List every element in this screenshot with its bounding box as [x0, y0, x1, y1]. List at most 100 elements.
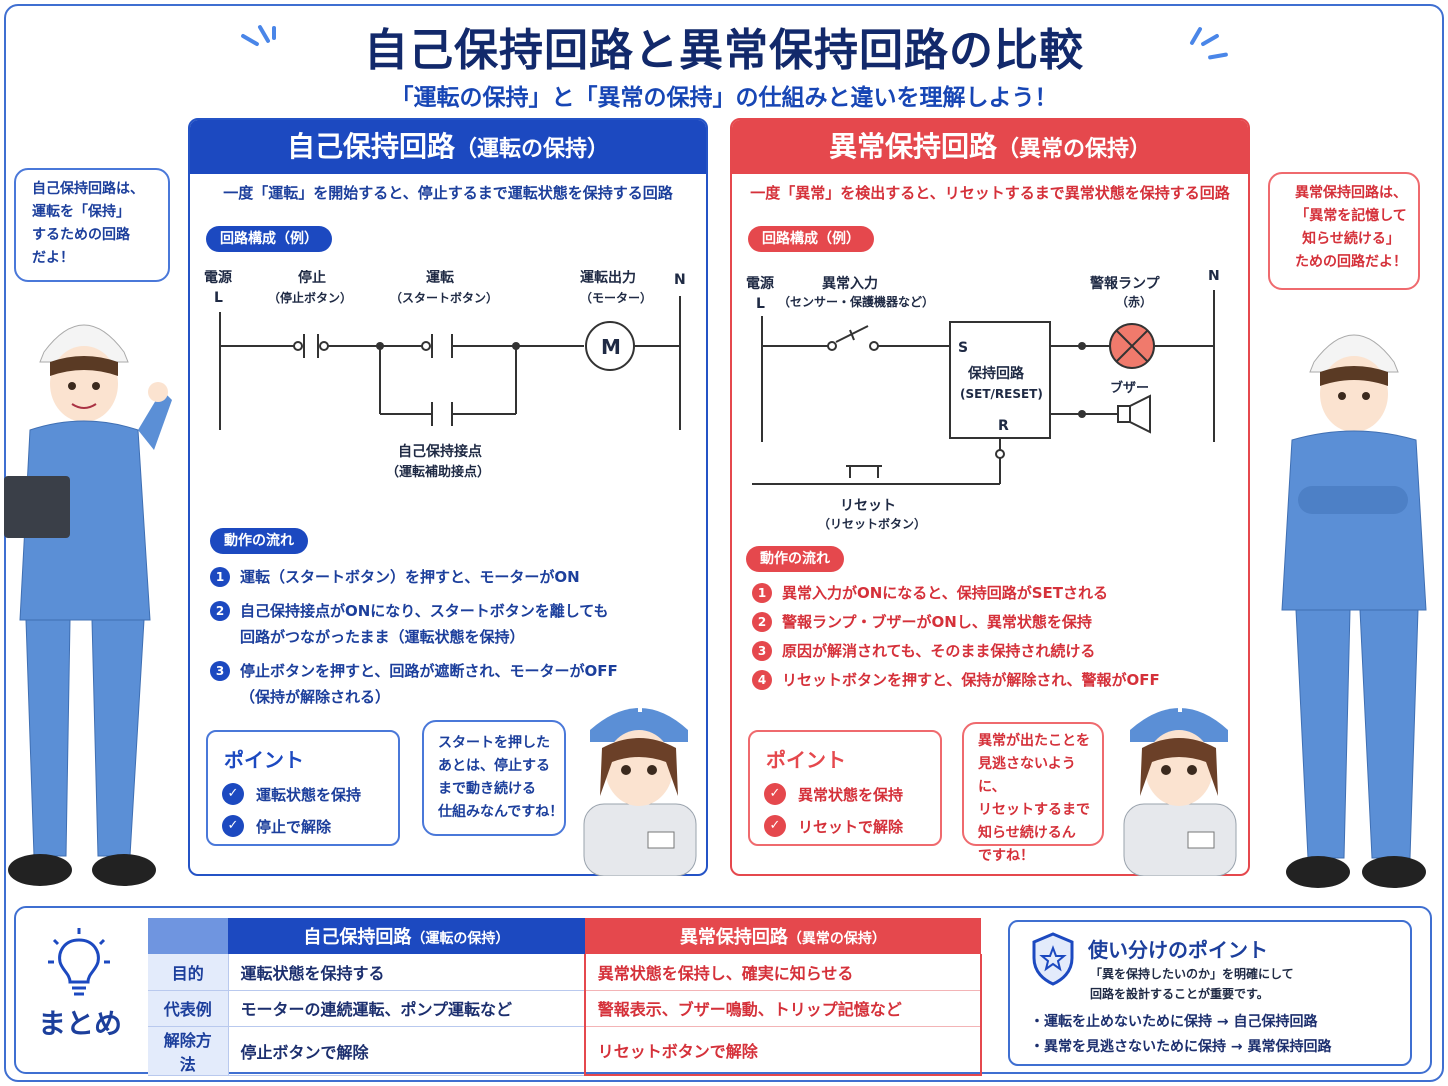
left-male-worker-illustration [4, 324, 172, 886]
bubble-line: だよ！ [32, 250, 74, 266]
step-text: 原因が解消されても、そのまま保持され続ける [782, 642, 1096, 660]
step-number: 1 [210, 567, 230, 587]
point-item: ✓ 停止で解除 [222, 813, 398, 839]
n-label: N [674, 272, 686, 288]
flow-label-pill: 動作の流れ [210, 528, 308, 554]
row-head: 解除方法 [148, 1026, 228, 1076]
col-right-paren: （異常の保持） [787, 931, 886, 947]
check-icon: ✓ [764, 815, 786, 837]
step-item: 2 自己保持接点がONになり、スタートボタンを離しても回路がつながったまま（運転… [210, 598, 618, 650]
alarm-lamp-icon [1116, 330, 1148, 362]
step-text: リセットボタンを押すと、保持が解除され、警報がOFF [782, 671, 1160, 689]
power-label: 電源 [204, 270, 232, 286]
summary-label: まとめ [38, 1007, 123, 1040]
bubble-line: スタートを押した [438, 735, 550, 751]
usage-title: 使い分けのポイント [1088, 938, 1268, 962]
self-holding-circuit-diagram: 電源 L N 停止 （停止ボタン） 運転 （スタートボタン） 運転出力 （モータ… [204, 270, 686, 480]
bubble-line: 異常保持回路は、 [1295, 185, 1407, 201]
bubble-line: 見逃さないように、 [978, 756, 1076, 795]
bubble-line: ですね！ [978, 848, 1034, 864]
check-icon: ✓ [222, 783, 244, 805]
point-title: ポイント [766, 748, 846, 772]
step-text: 自己保持接点がONになり、スタートボタンを離しても [240, 602, 609, 620]
bubble-line: まで動き続ける [438, 781, 536, 797]
reset-terminal-icon [995, 449, 1005, 459]
check-icon: ✓ [222, 815, 244, 837]
lamp-sub-label: （赤） [1116, 294, 1152, 309]
run-label: 運転 [426, 270, 454, 286]
abnormal-holding-point-box: ポイント ✓ 異常状態を保持 ✓ リセットで解除 [748, 730, 942, 846]
self-holding-point-box: ポイント ✓運転状態を保持 ✓停止で解除 [206, 730, 400, 846]
bubble-line: 異常が出たことを [978, 733, 1090, 749]
female-worker-illustration [1123, 700, 1237, 876]
step-text-line2: 回路がつながったまま（運転状態を保持） [240, 628, 525, 646]
usage-list: ・運転を止めないために保持 → 自己保持回路 ・異常を見逃さないために保持 → … [1030, 1010, 1331, 1060]
bubble-line: リセットするまで [978, 802, 1090, 818]
bubble-line: 仕組みなんですね！ [438, 804, 564, 820]
abnormal-holding-circuit-diagram: 電源 L N 異常入力 （センサー・保護機器など） 警報ランプ （赤） S R … [746, 270, 1220, 530]
stop-contact-icon [293, 341, 303, 351]
n-label: N [1208, 270, 1220, 284]
table-header-row: 自己保持回路（運転の保持） 異常保持回路（異常の保持） [148, 918, 981, 954]
row-head: 代表例 [148, 990, 228, 1027]
table-corner [148, 918, 228, 954]
summary-table: 自己保持回路（運転の保持） 異常保持回路（異常の保持） 目的 運転状態を保持する… [148, 918, 983, 1076]
col-left-paren: （運転の保持） [411, 931, 510, 947]
output-label: 運転出力 [580, 270, 636, 286]
point-text: 停止で解除 [256, 817, 332, 836]
cell-left: 停止ボタンで解除 [227, 1026, 585, 1076]
hold-contact-label: 自己保持接点 [398, 443, 482, 460]
buzzer-icon [1129, 394, 1151, 434]
self-holding-panel: 自己保持回路（運転の保持） 一度「運転」を開始すると、停止するまで運転状態を保持… [188, 118, 708, 876]
bubble-line: 運転を「保持」 [32, 204, 130, 220]
step-item: 1 運転（スタートボタン）を押すと、モーターがON [210, 564, 618, 590]
stop-sub-label: （停止ボタン） [268, 290, 352, 305]
table-row: 解除方法 停止ボタンで解除 リセットボタンで解除 [148, 1026, 983, 1076]
bubble-line: 「異常を記憶して [1295, 208, 1407, 224]
step-number: 3 [210, 661, 230, 681]
table-header-self-holding: 自己保持回路（運転の保持） [228, 918, 585, 954]
col-right-title: 異常保持回路 [679, 927, 788, 948]
input-contact-icon [849, 329, 855, 341]
cell-left: 運転状態を保持する [227, 954, 585, 991]
usage-text-line: 「異を保持したいのか」を明確にして [1090, 967, 1294, 981]
r-terminal-label: R [998, 418, 1009, 434]
point-item: ✓ リセットで解除 [764, 813, 940, 839]
reset-sub-label: （リセットボタン） [818, 516, 926, 530]
self-holding-steps: 1 運転（スタートボタン）を押すと、モーターがON 2 自己保持接点がONになり… [210, 564, 618, 718]
point-item: ✓運転状態を保持 [222, 781, 398, 807]
page-frame [4, 4, 1444, 1082]
bubble-line: 自己保持回路は、 [32, 181, 144, 197]
point-text: リセットで解除 [798, 817, 904, 836]
junction-dot [1078, 410, 1086, 418]
abnormal-holding-panel: 異常保持回路（異常の保持） 一度「異常」を検出すると、リセットするまで異常状態を… [730, 118, 1250, 876]
left-worker-speech-bubble: 自己保持回路は、 運転を「保持」 するための回路 だよ！ [14, 168, 170, 282]
point-text: 異常状態を保持 [798, 785, 904, 804]
point-item: ✓ 異常状態を保持 [764, 781, 940, 807]
step-number: 2 [210, 601, 230, 621]
step-number: 3 [752, 641, 772, 661]
usage-list-item: ・異常を見逃さないために保持 → 異常保持回路 [1030, 1039, 1332, 1055]
self-holding-title-paren: （運転の保持） [455, 137, 610, 162]
reset-label: リセット [840, 498, 896, 514]
cell-left: モーターの連続運転、ポンプ運転など [227, 990, 585, 1027]
circuit-label-pill: 回路構成（例） [206, 226, 332, 252]
step-item: 3 停止ボタンを押すと、回路が遮断され、モーターがOFF（保持が解除される） [210, 658, 618, 710]
check-icon: ✓ [764, 783, 786, 805]
usage-text: 「異を保持したいのか」を明確にして 回路を設計することが重要です。 [1090, 964, 1294, 1004]
step-item: 3 原因が解消されても、そのまま保持され続ける [752, 638, 1160, 664]
female-worker-illustration [583, 700, 697, 876]
step-number: 2 [752, 612, 772, 632]
stop-label: 停止 [298, 270, 326, 286]
female-worker-speech-bubble: 異常が出たことを 見逃さないように、 リセットするまで 知らせ続けるん ですね！ [962, 722, 1104, 864]
table-header-abnormal-holding: 異常保持回路（異常の保持） [584, 918, 981, 954]
buzzer-icon [1117, 405, 1131, 423]
right-male-worker-illustration [1281, 334, 1427, 888]
col-left-title: 自己保持回路 [303, 927, 412, 948]
step-text: 停止ボタンを押すと、回路が遮断され、モーターがOFF [240, 662, 618, 680]
step-number: 4 [752, 670, 772, 690]
run-contact-icon [421, 341, 431, 351]
self-holding-header: 自己保持回路（運転の保持） [190, 120, 706, 174]
